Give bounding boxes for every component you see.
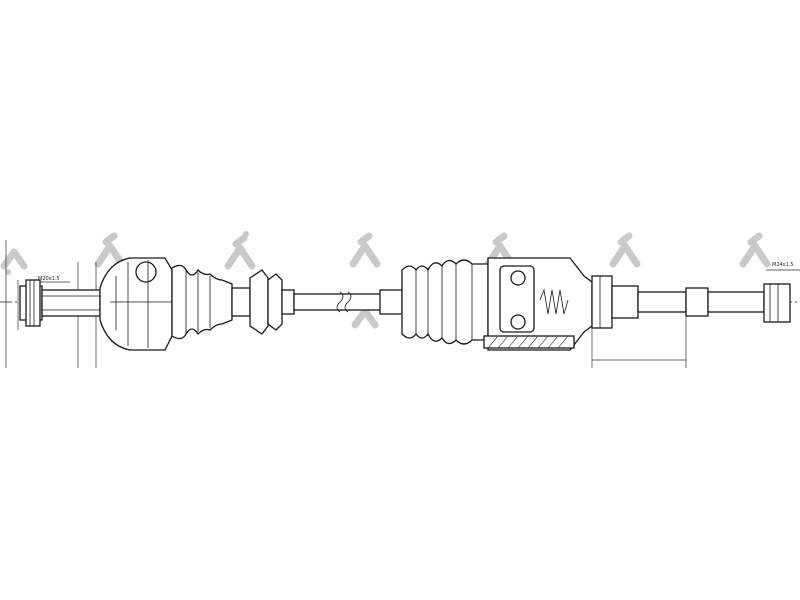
watermark-logo-icon <box>224 231 256 270</box>
main-shaft <box>293 289 403 315</box>
inner-stub-shaft <box>591 275 791 329</box>
watermark-logo-icon <box>349 232 381 268</box>
watermark-logo-icon <box>0 248 28 275</box>
outer-boot <box>171 264 233 340</box>
outer-thread-label: M20x1.5 <box>38 276 60 282</box>
watermark-logo-icon <box>739 232 771 268</box>
watermark-logo-icon <box>351 307 379 329</box>
outer-cv-joint <box>99 257 173 351</box>
inner-boot <box>401 259 489 345</box>
shaft-damper <box>231 269 295 335</box>
watermark-logo-icon <box>609 232 641 268</box>
right-dimension-lines <box>591 269 800 368</box>
inner-tripod-joint <box>483 257 593 351</box>
joint-hatching <box>487 335 569 349</box>
inner-thread-label: M24x1.5 <box>772 262 794 268</box>
outer-stub-shaft <box>19 279 101 327</box>
watermark-logo-icon <box>94 232 126 268</box>
